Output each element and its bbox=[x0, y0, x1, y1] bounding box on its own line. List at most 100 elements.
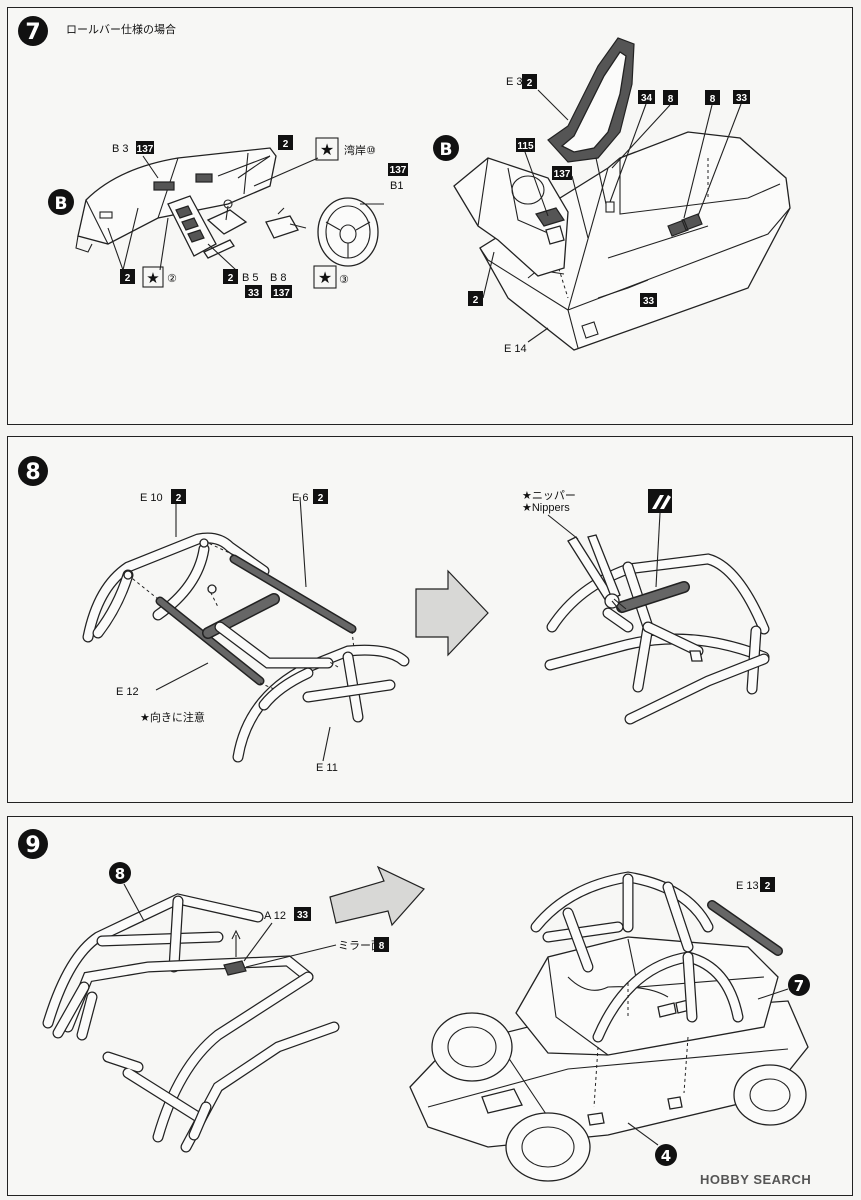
code-top-2-bg bbox=[278, 135, 293, 150]
ref-7: 7 bbox=[794, 977, 804, 995]
leader-e3 bbox=[537, 89, 569, 121]
code-b5-2-bg bbox=[223, 269, 238, 284]
file-tool-icon-glyph bbox=[652, 495, 671, 509]
note-orientation: ★向きに注意 bbox=[140, 710, 205, 724]
code-b5-33: 33 bbox=[248, 288, 260, 299]
code-33a: 33 bbox=[736, 93, 748, 104]
callout-b-right bbox=[433, 135, 459, 161]
leader-8 bbox=[123, 883, 145, 922]
code-e13: 2 bbox=[765, 881, 771, 892]
leader-file bbox=[655, 512, 661, 588]
label-a12: A 12 bbox=[264, 910, 286, 922]
leader-a12 bbox=[243, 922, 273, 962]
code-mirror-bg bbox=[374, 937, 389, 952]
rollcage-exploded bbox=[82, 532, 410, 763]
star-icon: ★ bbox=[318, 268, 332, 287]
ref-4-badge bbox=[655, 1144, 677, 1166]
label-mirror: ミラー面 bbox=[338, 939, 382, 952]
step-9-number: 9 bbox=[25, 833, 40, 858]
small-box bbox=[545, 225, 565, 245]
dark-pad bbox=[535, 207, 565, 227]
code-e10: 2 bbox=[176, 493, 182, 504]
steering-wheel-part bbox=[317, 197, 379, 267]
step-9-diagram: 9 8 A 12 33 ミラー面 8 bbox=[18, 829, 810, 1182]
ref-8: 8 bbox=[115, 865, 125, 883]
code-34-bg bbox=[638, 90, 655, 104]
car-assembly bbox=[409, 871, 809, 1182]
label-e13: E 13 bbox=[736, 880, 759, 892]
callout-b-right-text: B bbox=[440, 140, 453, 160]
ref-8-badge bbox=[109, 862, 131, 884]
center-console-part bbox=[167, 195, 235, 259]
code-e3-bg bbox=[522, 74, 537, 89]
step-8-number: 8 bbox=[25, 460, 40, 485]
nippers-tool-icon bbox=[567, 534, 627, 614]
rollcage-assembled bbox=[544, 553, 770, 725]
code-34: 34 bbox=[641, 93, 653, 104]
code-2-bottom-bg bbox=[468, 291, 483, 306]
step-7-panel: 7 ロールバー仕様の場合 B B B 3 137 2 ★ 湾岸⑩ 137 bbox=[7, 7, 853, 425]
leaders-top-right bbox=[609, 103, 742, 219]
code-2-bottom: 2 bbox=[473, 295, 479, 306]
label-e14: E 14 bbox=[504, 343, 527, 355]
step-8-diagram: 8 E 10 2 E 6 2 E 12 bbox=[18, 456, 770, 774]
code-33-bottom: 33 bbox=[643, 296, 655, 307]
label-b5: B 5 bbox=[242, 272, 259, 284]
watermark: HOBBY SEARCH bbox=[700, 1172, 812, 1187]
e13-part-fill bbox=[708, 901, 782, 955]
code-115: 115 bbox=[517, 141, 534, 152]
star-box-3 bbox=[313, 265, 337, 289]
b8-guides bbox=[277, 207, 307, 229]
star-box-wangan bbox=[315, 137, 339, 161]
chassis-tub-part bbox=[479, 131, 791, 351]
step-7-diagram: 7 ロールバー仕様の場合 B B B 3 137 2 ★ 湾岸⑩ 137 bbox=[18, 16, 791, 355]
callout-b-left-text: B bbox=[55, 194, 68, 214]
code-b3-bg bbox=[136, 141, 154, 154]
label-e3: E 3 bbox=[506, 76, 523, 88]
code-8b: 8 bbox=[710, 94, 716, 105]
dashboard-part bbox=[75, 147, 277, 253]
step-8-panel: 8 E 10 2 E 6 2 E 12 bbox=[7, 436, 853, 803]
leader-2-bottom bbox=[482, 251, 495, 299]
right-steering bbox=[511, 175, 545, 205]
leader-e14 bbox=[527, 327, 549, 343]
right-dash-part bbox=[453, 157, 569, 277]
code-8a: 8 bbox=[668, 94, 674, 105]
code-115-bg bbox=[516, 138, 535, 152]
code-b8-137: 137 bbox=[273, 288, 290, 299]
arrow-right-icon bbox=[415, 569, 489, 657]
label-nipper-en: ★Nippers bbox=[522, 502, 570, 514]
label-b3: B 3 bbox=[112, 143, 129, 155]
code-e6-bg bbox=[313, 489, 328, 504]
leaders-e12-e11 bbox=[155, 662, 331, 762]
rollcage-left bbox=[42, 893, 340, 1153]
leader-7 bbox=[757, 988, 789, 1000]
step-9-panel: 9 8 A 12 33 ミラー面 8 bbox=[7, 816, 853, 1196]
code-8b-bg bbox=[705, 90, 720, 105]
leaders-mid-right bbox=[524, 151, 589, 239]
code-e3: 2 bbox=[527, 78, 533, 89]
step-7-number: 7 bbox=[25, 20, 40, 45]
label-wangan: 湾岸⑩ bbox=[344, 143, 376, 157]
star-icon: ★ bbox=[146, 269, 159, 287]
code-b1: 137 bbox=[390, 165, 407, 176]
code-33a-bg bbox=[733, 90, 750, 104]
mirror-arrow-icon bbox=[231, 929, 241, 957]
label-e6: E 6 bbox=[292, 492, 309, 504]
step-7-title: ロールバー仕様の場合 bbox=[66, 22, 176, 36]
code-a12: 33 bbox=[297, 910, 309, 921]
code-e10-bg bbox=[171, 489, 186, 504]
mirror-part bbox=[223, 960, 247, 976]
shifter-base-part bbox=[206, 209, 248, 235]
racing-seat-part bbox=[547, 37, 635, 205]
code-left-2-bg bbox=[120, 269, 135, 284]
leader-mirror bbox=[245, 944, 337, 968]
label-e10: E 10 bbox=[140, 492, 163, 504]
label-b8: B 8 bbox=[270, 272, 287, 284]
code-137-right: 137 bbox=[554, 169, 571, 180]
code-left-2: 2 bbox=[125, 273, 131, 284]
ref-7-badge bbox=[788, 974, 810, 996]
code-b5-33-bg bbox=[245, 285, 262, 298]
step-7-badge bbox=[18, 16, 48, 46]
code-mirror: 8 bbox=[379, 941, 385, 952]
